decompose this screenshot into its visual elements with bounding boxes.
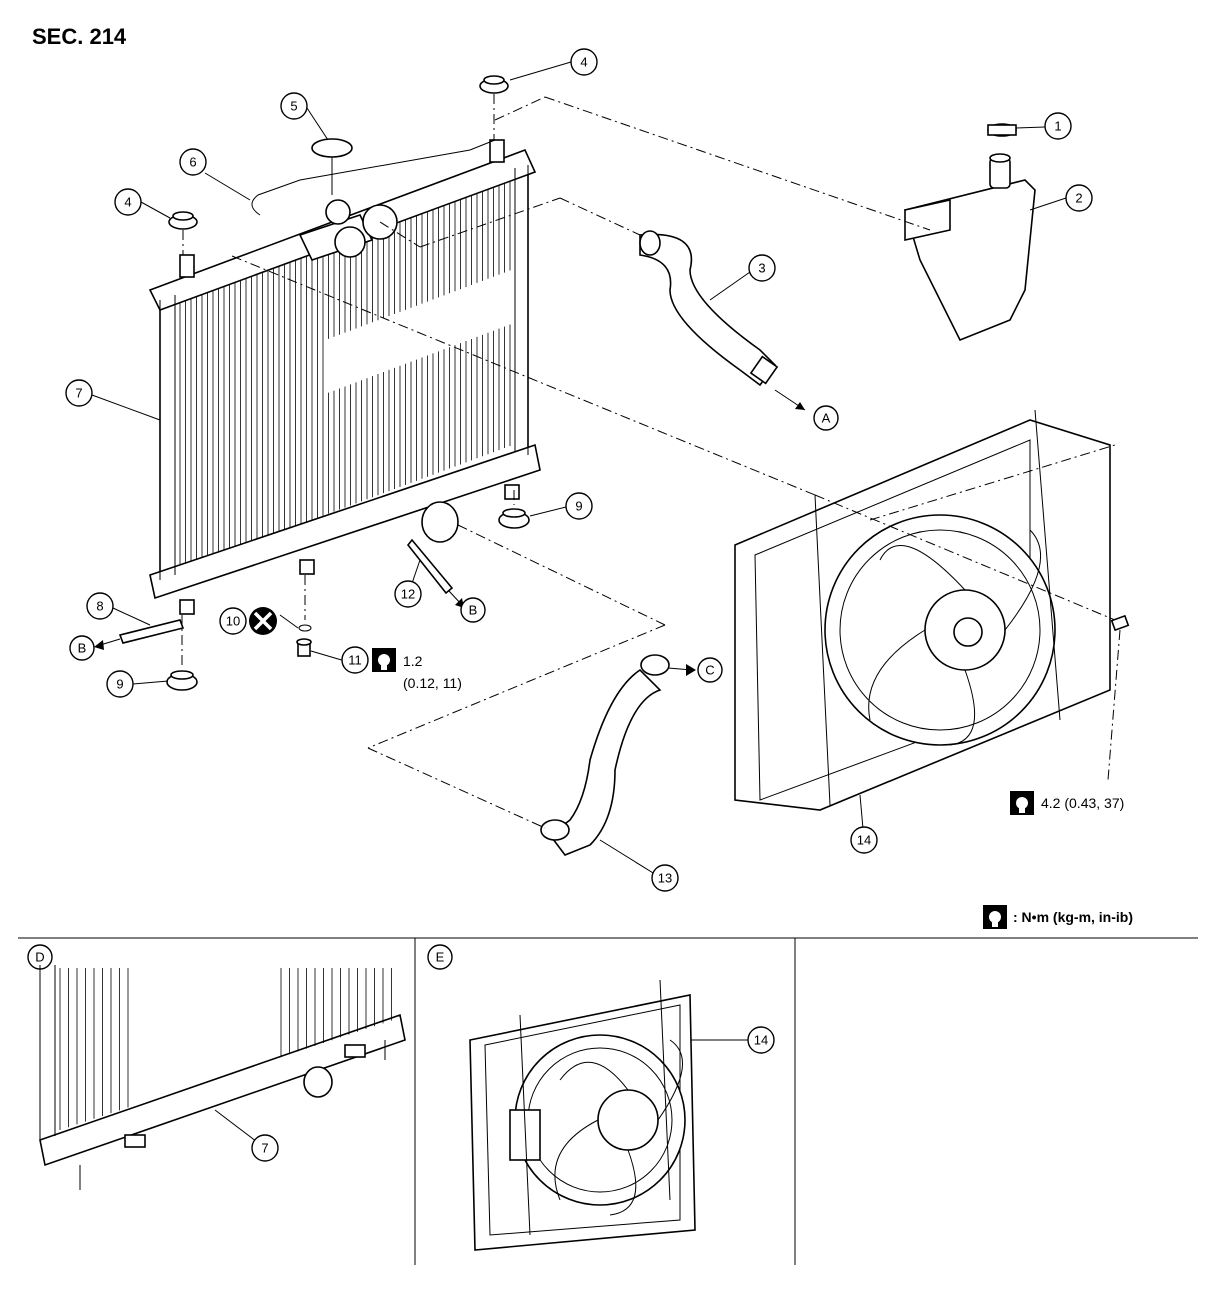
svg-text:6: 6 — [189, 155, 196, 170]
connector-A: A — [813, 405, 839, 431]
callout-5: 5 — [280, 92, 308, 120]
svg-text:B: B — [78, 641, 87, 656]
arrow-to-B-left — [94, 638, 121, 650]
lower-radiator-hose — [548, 668, 662, 856]
view-d-fins — [59, 968, 392, 1130]
svg-text:1.2: 1.2 — [403, 653, 423, 669]
callout-13: 13 — [651, 864, 679, 892]
radiator-cap — [311, 138, 353, 195]
svg-text:B: B — [469, 603, 478, 618]
radiator-fins — [179, 176, 511, 569]
svg-text:8: 8 — [96, 599, 103, 614]
svg-text:: N•m (kg-m, in-ib): : N•m (kg-m, in-ib) — [1013, 909, 1133, 925]
section-title: SEC. 214 — [32, 24, 127, 49]
callout-2: 2 — [1065, 184, 1093, 212]
torque-wrench-icon — [372, 648, 396, 672]
callout-11: 11 — [341, 646, 369, 674]
svg-text:2: 2 — [1075, 191, 1082, 206]
reservoir-tank — [903, 153, 1036, 342]
reservoir-cap — [987, 123, 1017, 137]
callout-3: 3 — [748, 254, 776, 282]
view-d-panel: D — [27, 944, 406, 1190]
svg-text:(0.12, 11): (0.12, 11) — [403, 675, 462, 691]
arrow-to-C — [667, 664, 696, 676]
callout-6: 6 — [179, 148, 207, 176]
drain-plug — [296, 638, 312, 657]
svg-text:7: 7 — [75, 386, 82, 401]
callout-14-view-e: 14 — [747, 1026, 775, 1054]
reservoir-hose — [251, 139, 496, 216]
svg-text:3: 3 — [758, 261, 765, 276]
filler-neck — [325, 199, 351, 225]
connector-B-right: B — [460, 597, 486, 623]
fan-shroud-bolt — [1110, 614, 1130, 632]
radiator-filler-neck-right — [489, 139, 505, 163]
callout-7: 7 — [65, 379, 93, 407]
svg-text:4: 4 — [124, 195, 131, 210]
svg-text:14: 14 — [754, 1033, 768, 1048]
torque-wrench-icon — [1010, 791, 1034, 815]
svg-text:5: 5 — [290, 99, 297, 114]
radiator-bottom-tank — [149, 443, 541, 600]
callout-4-left: 4 — [114, 188, 142, 216]
callout-8: 8 — [86, 592, 114, 620]
view-d-label: D — [35, 950, 44, 965]
callout-9-right: 9 — [565, 492, 593, 520]
svg-text:14: 14 — [857, 833, 871, 848]
svg-text:7: 7 — [261, 1141, 268, 1156]
callout-10: 10 — [219, 607, 247, 635]
callout-1: 1 — [1044, 112, 1072, 140]
lower-hose-outlet — [421, 501, 459, 543]
svg-text:11: 11 — [348, 653, 362, 668]
svg-text:12: 12 — [401, 587, 415, 602]
drain-hose-right — [406, 538, 454, 595]
callout-9-left: 9 — [106, 670, 134, 698]
callout-4-upper: 4 — [570, 48, 598, 76]
svg-text:1: 1 — [1054, 119, 1061, 134]
torque-spec-drain-plug: 1.2 (0.12, 11) — [372, 648, 462, 691]
mounting-rubber-upper-right — [479, 75, 509, 94]
svg-text:9: 9 — [116, 677, 123, 692]
view-e-label: E — [436, 950, 445, 965]
connector-B-left: B — [69, 635, 95, 661]
torque-wrench-icon — [983, 905, 1007, 929]
svg-text:13: 13 — [658, 871, 672, 886]
drain-hose-left — [118, 619, 185, 644]
radiator-assembly — [148, 139, 541, 615]
callout-7-view-d: 7 — [251, 1134, 279, 1162]
arrow-to-A — [774, 389, 806, 411]
view-e-panel: E — [427, 944, 696, 1251]
mounting-rubber-lower-right — [498, 508, 530, 529]
svg-text:9: 9 — [575, 499, 582, 514]
callout-14: 14 — [850, 826, 878, 854]
svg-text:10: 10 — [226, 614, 240, 629]
mounting-rubber-lower-left — [166, 670, 198, 691]
mounting-rubber-upper-left — [168, 211, 198, 230]
callout-12: 12 — [394, 580, 422, 608]
radiator-filler-neck-left — [179, 254, 195, 278]
units-legend: : N•m (kg-m, in-ib) — [983, 905, 1133, 929]
fan-shroud-assembly — [734, 409, 1111, 811]
connector-C: C — [697, 657, 723, 683]
svg-text:A: A — [822, 411, 831, 426]
svg-text:4: 4 — [580, 55, 587, 70]
svg-text:C: C — [705, 663, 714, 678]
torque-spec-fan-bolt: 4.2 (0.43, 37) — [1010, 791, 1124, 815]
svg-text:4.2 (0.43, 37): 4.2 (0.43, 37) — [1041, 795, 1124, 811]
do-not-reuse-x-icon — [249, 607, 277, 635]
